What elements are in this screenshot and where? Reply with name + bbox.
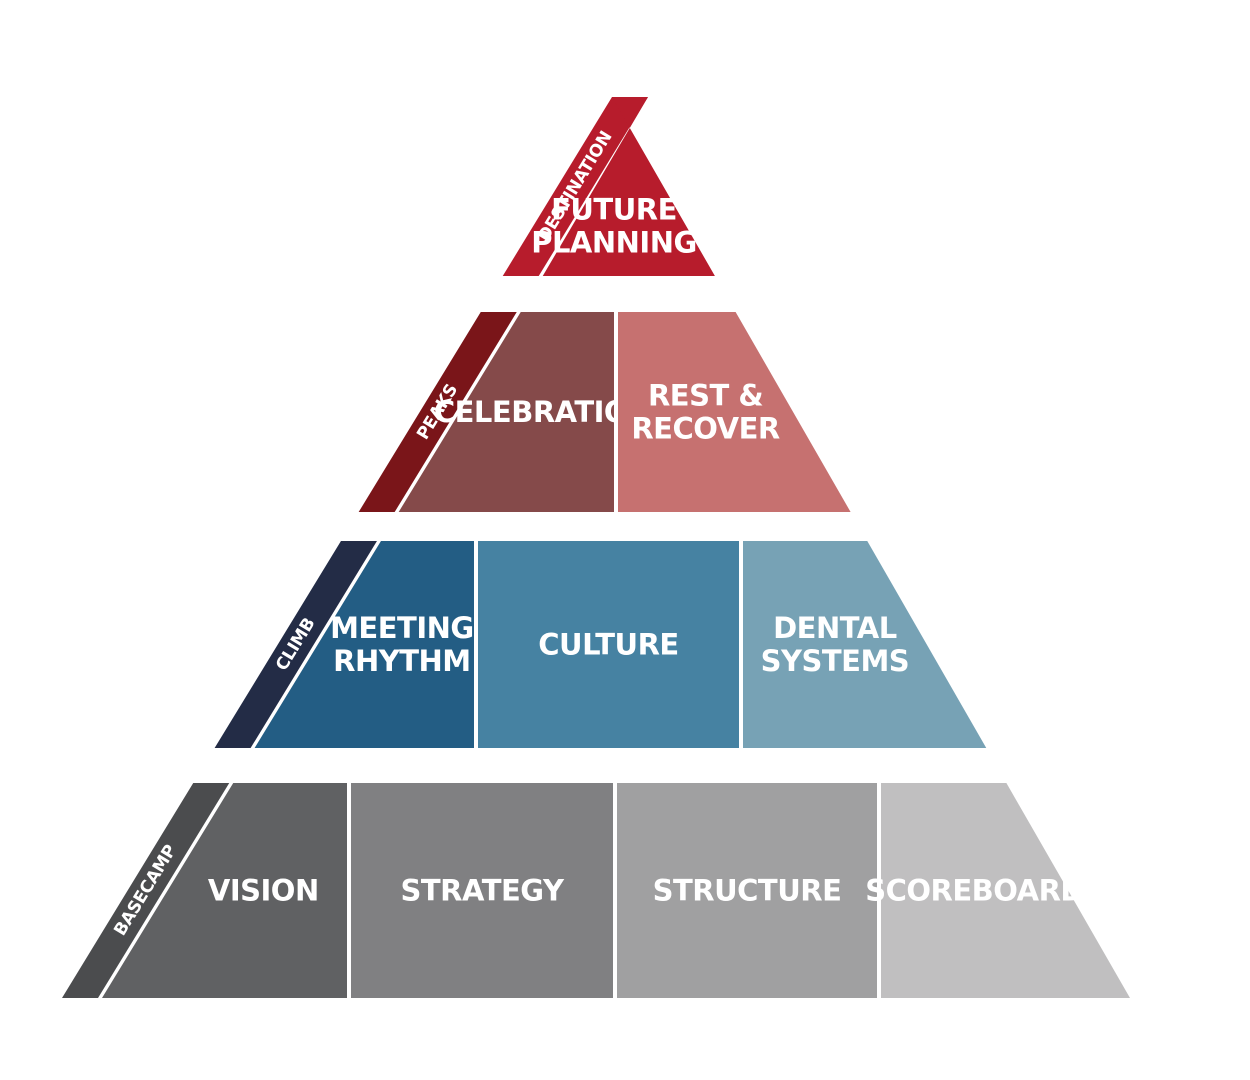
block-label-line-climb-2-1: CULTURE (538, 628, 678, 662)
block-label-line-destination-1-1: FUTURE (551, 193, 677, 227)
block-label-line-climb-1-1: MEETING (330, 611, 474, 645)
block-basecamp-4 (881, 783, 1130, 998)
stage-stripe-destination (502, 97, 648, 276)
block-label-basecamp-2: STRATEGY (401, 874, 565, 908)
stage-stripe-climb (214, 541, 377, 748)
block-climb-3 (743, 541, 987, 748)
block-label-basecamp-3: STRUCTURE (653, 874, 842, 908)
block-label-line-basecamp-4-1: SCOREBOARD (865, 874, 1084, 908)
block-label-line-peaks-2-2: RECOVER (631, 412, 780, 446)
block-label-line-basecamp-3-1: STRUCTURE (653, 874, 842, 908)
block-label-peaks-2: REST &RECOVER (631, 379, 780, 446)
stage-stripe-peaks (358, 312, 517, 512)
block-label-peaks-1: CELEBRATION (434, 395, 652, 429)
block-peaks-1 (398, 312, 614, 512)
block-label-line-basecamp-2-1: STRATEGY (401, 874, 565, 908)
block-label-climb-2: CULTURE (538, 628, 678, 662)
block-basecamp-1 (102, 783, 347, 998)
block-peaks-2 (618, 312, 851, 512)
stage-stripe-basecamp (62, 783, 230, 998)
block-climb-2 (478, 541, 739, 748)
block-label-line-basecamp-1-1: VISION (208, 874, 319, 908)
block-label-basecamp-4: SCOREBOARD (865, 874, 1084, 908)
block-label-line-destination-1-2: PLANNING (531, 226, 697, 260)
block-basecamp-2 (351, 783, 613, 998)
block-label-line-climb-3-1: DENTAL (773, 611, 897, 645)
block-basecamp-3 (617, 783, 877, 998)
block-label-line-climb-1-2: RHYTHM (333, 644, 471, 678)
block-climb-1 (254, 541, 474, 748)
block-label-line-climb-3-2: SYSTEMS (761, 644, 910, 678)
block-label-basecamp-1: VISION (208, 874, 319, 908)
block-destination-1 (542, 97, 715, 276)
block-label-line-peaks-1-1: CELEBRATION (434, 395, 652, 429)
block-label-line-peaks-2-1: REST & (648, 379, 763, 413)
